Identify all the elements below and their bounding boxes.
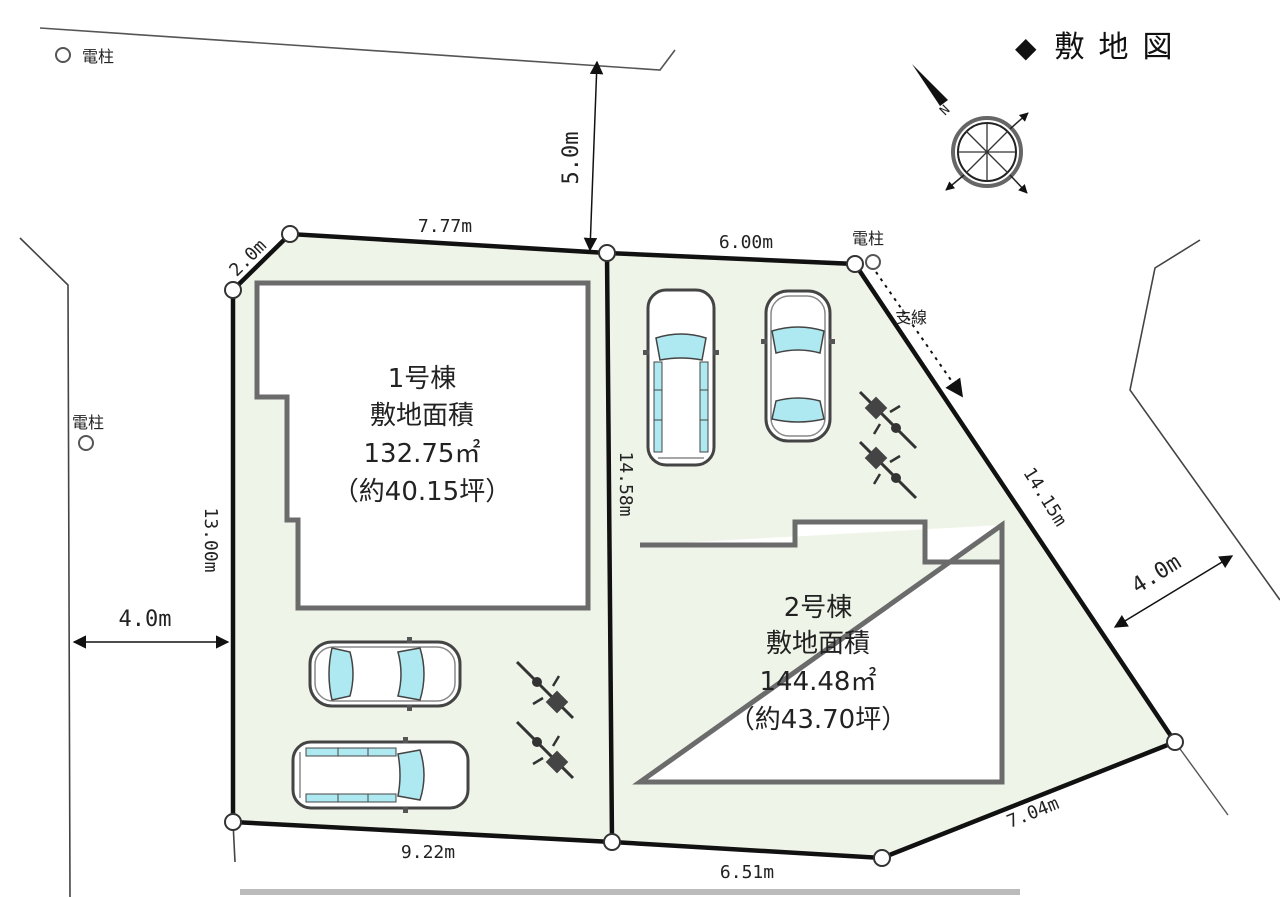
lot-2-area-label: 敷地面積 xyxy=(766,629,870,659)
car-lot2-van xyxy=(641,288,721,467)
east-road-arrow xyxy=(1113,555,1234,628)
lot-2-label: 2号棟 敷地面積 144.48㎡ （約43.70坪） xyxy=(729,593,907,735)
guy-wire-label: 支線 xyxy=(895,308,927,327)
car-lot2-sedan xyxy=(759,289,837,443)
north-lot2-label: 6.00m xyxy=(719,232,773,253)
west-road-label: 4.0m xyxy=(119,607,172,632)
svg-text:電柱: 電柱 xyxy=(852,229,884,248)
svg-text:N: N xyxy=(937,103,953,119)
lot-1-area-m2: 132.75㎡ xyxy=(364,439,481,469)
south-lot1-label: 9.22m xyxy=(401,842,455,863)
north-lot1-label: 7.77m xyxy=(418,216,472,237)
lot-2-area-tsubo: （約43.70坪） xyxy=(729,705,907,735)
title-text: 敷地図 xyxy=(1054,30,1187,65)
pole-icon xyxy=(55,47,71,63)
building-1-outline xyxy=(254,280,591,611)
boundary-markers xyxy=(224,225,1184,867)
lot-1-area-label: 敷地面積 xyxy=(370,401,474,431)
pole-icon xyxy=(865,254,881,270)
svg-text:電柱: 電柱 xyxy=(72,413,104,432)
east-road xyxy=(1129,239,1280,816)
north-road xyxy=(39,27,676,71)
bottom-strip xyxy=(240,889,1020,895)
car-lot1-van xyxy=(291,735,470,815)
utility-pole-west: 電柱 xyxy=(72,413,104,451)
utility-pole-northeast: 電柱 xyxy=(852,229,884,270)
building-2-outline xyxy=(632,519,1005,785)
lot-1-area-tsubo: （約40.15坪） xyxy=(333,477,511,507)
south-lot2-label: 6.51m xyxy=(720,862,774,883)
north-setback-arrow xyxy=(583,60,604,252)
svg-text:電柱: 電柱 xyxy=(82,47,114,66)
pole-icon xyxy=(78,435,94,451)
guy-wire-line xyxy=(875,271,964,398)
divider-boundary-label: 14.58m xyxy=(615,451,636,516)
lot-1-name: 1号棟 xyxy=(388,364,457,394)
north-setback-label: 5.0m xyxy=(559,132,584,185)
utility-pole-top-left: 電柱 xyxy=(55,47,114,66)
east-road-label: 4.0m xyxy=(1127,550,1185,599)
car-lot1-sedan xyxy=(308,635,462,713)
lot-2-area-m2: 144.48㎡ xyxy=(760,667,877,697)
lot-1-label: 1号棟 敷地面積 132.75㎡ （約40.15坪） xyxy=(333,364,511,507)
west-boundary-label: 13.00m xyxy=(200,507,221,572)
north-compass-icon: N xyxy=(912,64,1029,194)
page-title: ◆ 敷地図 xyxy=(1015,22,1187,66)
west-road xyxy=(19,237,71,897)
diamond-marker-icon: ◆ xyxy=(1015,31,1037,64)
lot-2-name: 2号棟 xyxy=(784,593,853,623)
